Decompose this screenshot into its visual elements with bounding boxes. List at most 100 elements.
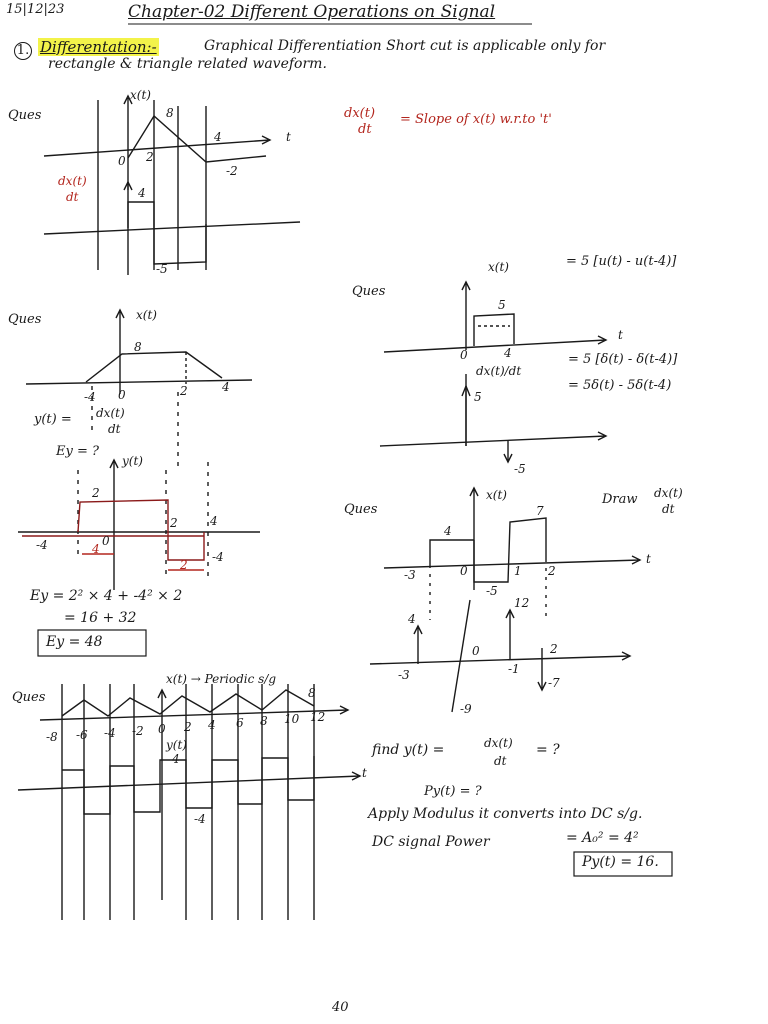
- q4-instruction-num: dx(t): [654, 486, 683, 500]
- q3-derivative-graph: [379, 374, 608, 464]
- q2-ey-calc-1: Ey = 2² × 4 + -4² × 2: [30, 588, 183, 604]
- q5-y-label: y(t): [166, 738, 187, 752]
- q4-t-label: t: [646, 552, 651, 566]
- q2-y-tick-0: 0: [102, 534, 110, 548]
- q5-tick-10: 10: [284, 712, 300, 726]
- q1-deriv-pos: 4: [138, 186, 146, 200]
- q2-ey-result: Ey = 48: [46, 634, 103, 650]
- q4-xt-graph: [383, 486, 642, 620]
- q5-tick-8: 8: [260, 714, 268, 728]
- q4-level-neg5: -5: [486, 584, 498, 598]
- q5-result-box: [573, 851, 673, 877]
- q4-imp-12: 12: [514, 596, 530, 610]
- q2-y-tick-4: 4: [210, 514, 218, 528]
- q5-t-label: t: [362, 766, 367, 780]
- q1-note-num: dx(t): [344, 106, 376, 121]
- q2-peak: 8: [134, 340, 142, 354]
- q5-yt-graph: [17, 756, 362, 815]
- q1-t-label: t: [286, 130, 291, 144]
- q5-dc-equation: = A₀² = 4²: [566, 830, 639, 846]
- q2-tick-2: 2: [180, 384, 188, 398]
- q5-xt-graph: [39, 684, 350, 920]
- q1-deriv-label-num: dx(t): [58, 174, 87, 188]
- q1-peak: 8: [166, 106, 174, 120]
- q2-y-label: y(t): [122, 454, 143, 468]
- q1-derivative-graph: [43, 180, 301, 265]
- q4-instruction-den: dt: [662, 502, 675, 516]
- q2-y-tick-neg4: -4: [36, 538, 48, 552]
- q5-tick-12: 12: [310, 710, 326, 724]
- q2-x-label: x(t): [136, 308, 157, 322]
- q4-label: Ques: [344, 502, 378, 517]
- description-line-1: Graphical Differentiation Short cut is a…: [204, 38, 606, 54]
- q5-tick-neg6: -6: [76, 728, 88, 742]
- q3-d-label: dx(t)/dt: [476, 364, 522, 378]
- topic-highlight: Differentation:-: [38, 38, 159, 56]
- q5-tick-neg4: -4: [104, 726, 116, 740]
- q5-apply-text: Apply Modulus it converts into DC s/g.: [368, 806, 643, 822]
- q2-width-2: 2: [180, 558, 188, 572]
- q3-imp-pos: 5: [474, 390, 482, 404]
- q2-width-4: 4: [92, 542, 100, 556]
- q5-find-den: dt: [494, 754, 507, 768]
- q4-imp-4: 4: [408, 612, 416, 626]
- q5-result: Py(t) = 16.: [582, 854, 659, 870]
- q4-tick-neg3: -3: [404, 568, 416, 582]
- description-line-2: rectangle & triangle related waveform.: [48, 56, 327, 72]
- q1-tick-0: 0: [118, 154, 126, 168]
- q1-deriv-label-den: dt: [66, 190, 79, 204]
- q2-result-box: [37, 629, 147, 657]
- q2-y-pos: 2: [92, 486, 100, 500]
- q4-d-tick-0: 0: [472, 644, 480, 658]
- q5-find-lhs: find y(t) =: [372, 742, 445, 758]
- q3-tick-4: 4: [504, 346, 512, 360]
- q4-x-label: x(t): [486, 488, 507, 502]
- q2-xt-graph: [25, 308, 253, 470]
- q4-tick-2: 2: [548, 564, 556, 578]
- q4-imp-neg7: -7: [548, 676, 560, 690]
- q3-x-def: = 5 [u(t) - u(t-4)]: [566, 254, 677, 269]
- q4-d-tick-2: 2: [550, 642, 558, 656]
- q5-y-neg: -4: [194, 812, 206, 826]
- q2-ey-calc-2: = 16 + 32: [64, 610, 137, 626]
- q5-label: Ques: [12, 690, 46, 705]
- q2-y-neg: -4: [212, 550, 224, 564]
- q4-instruction-lhs: Draw: [602, 492, 638, 507]
- q3-label: Ques: [352, 284, 386, 299]
- q1-deriv-neg: -5: [156, 262, 168, 276]
- q5-find-num: dx(t): [484, 736, 513, 750]
- q1-label: Ques: [8, 108, 42, 123]
- q5-find-rhs: = ?: [536, 742, 560, 758]
- q3-x-label: x(t): [488, 260, 509, 274]
- q4-d-tick-1: -1: [508, 662, 520, 676]
- q2-y-tick-2: 2: [170, 516, 178, 530]
- item-number: 1.: [14, 42, 32, 60]
- q2-label: Ques: [8, 312, 42, 327]
- q5-tick-neg8: -8: [46, 730, 58, 744]
- q4-d-tick-neg3: -3: [398, 668, 410, 682]
- q4-level-4: 4: [444, 524, 452, 538]
- q2-y-def-num: dx(t): [96, 406, 125, 420]
- q5-tick-neg2: -2: [132, 724, 144, 738]
- q1-note-text: = Slope of x(t) w.r.to 't': [400, 112, 552, 127]
- q2-ey-question: Ey = ?: [56, 444, 99, 459]
- q3-d-def-1: = 5 [δ(t) - δ(t-4)]: [568, 352, 678, 367]
- q4-derivative-graph: [369, 599, 632, 713]
- q1-level-4: 4: [214, 130, 222, 144]
- q4-level-7: 7: [536, 504, 544, 518]
- q1-note-den: dt: [358, 122, 372, 137]
- q2-tick-0: 0: [118, 388, 126, 402]
- q4-imp-neg9: -9: [460, 702, 472, 716]
- q3-imp-neg: -5: [514, 462, 526, 476]
- q2-yt-graph: [18, 458, 260, 590]
- q4-tick-1: 1: [514, 564, 522, 578]
- chapter-title: Chapter-02 Different Operations on Signa…: [128, 2, 496, 22]
- q3-amp: 5: [498, 298, 506, 312]
- q5-dc-text: DC signal Power: [372, 834, 490, 850]
- q3-xt-graph: [383, 280, 608, 353]
- q5-power-question: Py(t) = ?: [424, 784, 482, 799]
- q5-tick-2: 2: [184, 720, 192, 734]
- q2-tick-4: 4: [222, 380, 230, 394]
- q1-level-neg2: -2: [226, 164, 238, 178]
